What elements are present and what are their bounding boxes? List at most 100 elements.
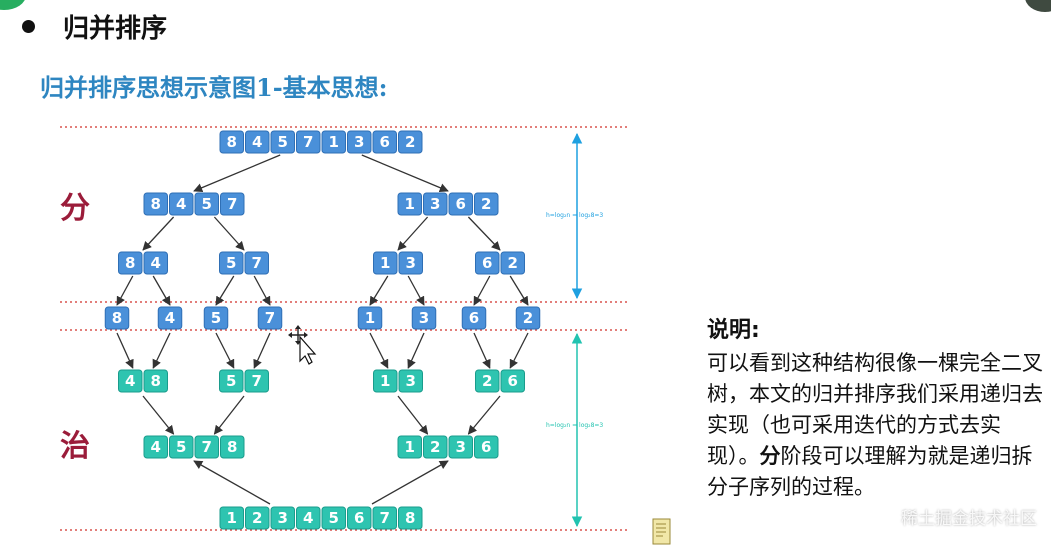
- array-cell: [245, 506, 270, 530]
- array-cell-value: 3: [419, 309, 429, 327]
- array-cell: [411, 306, 437, 330]
- tree-arrow: [253, 275, 271, 306]
- array-cell: [500, 251, 525, 275]
- watermark: 稀土掘金技术社区: [901, 509, 1037, 529]
- diagram-subtitle: 归并排序思想示意图1-基本思想:: [40, 73, 388, 102]
- tree-arrow: [215, 332, 235, 369]
- array-cell: [397, 435, 422, 459]
- array-cell-value: 3: [430, 195, 440, 213]
- array-cell: [270, 130, 295, 154]
- tree-arrow: [152, 332, 171, 369]
- array-cell-value: 1: [227, 509, 237, 527]
- dotted-guide-lines: [60, 126, 628, 531]
- array-cell-value: 2: [252, 509, 262, 527]
- tree-arrow: [407, 275, 425, 306]
- split-group: 2: [515, 306, 541, 330]
- tree-arrows: [116, 154, 529, 505]
- tree-arrow: [253, 332, 271, 369]
- height-indicator-conquer: h=log₂n = log₂8=3: [546, 332, 603, 528]
- array-cell-value: 4: [151, 254, 161, 272]
- array-cell: [475, 251, 500, 275]
- array-cell-value: 8: [112, 309, 122, 327]
- array-cell-value: 2: [481, 195, 491, 213]
- array-cell: [104, 306, 130, 330]
- array-cell-value: 7: [303, 133, 313, 151]
- array-cell-value: 6: [380, 133, 390, 151]
- array-cell-value: 6: [482, 254, 492, 272]
- tree-arrow: [116, 332, 134, 369]
- array-cell: [373, 251, 398, 275]
- array-cell-value: 3: [354, 133, 364, 151]
- array-cell: [398, 506, 423, 530]
- explanation-panel: 说明: 可以看到这种结构很像一棵完全二叉树，本文的归并排序我们采用递归去实现（也…: [707, 312, 1047, 503]
- array-cell-value: 6: [456, 195, 466, 213]
- array-cell: [398, 251, 423, 275]
- tree-arrow: [213, 216, 245, 251]
- array-cell-value: 2: [405, 133, 415, 151]
- array-cell-value: 5: [278, 133, 288, 151]
- array-cell: [397, 192, 422, 216]
- split-group: 4: [157, 306, 183, 330]
- split-group: 3: [411, 306, 437, 330]
- split-group: 8: [104, 306, 130, 330]
- array-cell-value: 6: [481, 438, 491, 456]
- array-cell: [515, 306, 541, 330]
- array-cell-value: 8: [227, 438, 237, 456]
- array-cell: [257, 306, 283, 330]
- array-cell: [157, 306, 183, 330]
- tree-arrow: [467, 216, 501, 251]
- array-cell: [500, 369, 525, 393]
- split-group: 7: [257, 306, 283, 330]
- array-cell-value: 8: [125, 254, 135, 272]
- array-cell: [219, 506, 244, 530]
- array-cell-value: 5: [329, 509, 339, 527]
- array-cell-value: 8: [227, 133, 237, 151]
- array-cell-value: 2: [508, 254, 518, 272]
- array-cell: [373, 369, 398, 393]
- array-cell: [219, 251, 244, 275]
- array-cell-value: 5: [176, 438, 186, 456]
- tree-arrow: [215, 275, 235, 306]
- conquer-stage-label: 治: [60, 429, 90, 464]
- array-cell: [321, 130, 346, 154]
- array-cell: [220, 192, 245, 216]
- explanation-heading: 说明:: [707, 318, 760, 343]
- tree-arrow: [473, 275, 491, 306]
- array-cell: [357, 306, 383, 330]
- slide-title: 归并排序: [18, 8, 167, 44]
- array-cell-value: 8: [405, 509, 415, 527]
- array-cell-value: 1: [380, 254, 390, 272]
- array-cell-value: 3: [406, 372, 416, 390]
- split-group: 1: [357, 306, 383, 330]
- array-cell-value: 2: [482, 372, 492, 390]
- tree-arrow: [213, 395, 245, 435]
- explanation-text: 可以看到这种结构很像一棵完全二叉树，本文的归并排序我们采用递归去实现（也可采用迭…: [707, 351, 1043, 468]
- array-cell: [423, 192, 448, 216]
- array-cell-value: 7: [265, 309, 275, 327]
- array-cell-value: 4: [176, 195, 186, 213]
- tree-arrow: [509, 275, 529, 306]
- array-cell-value: 4: [125, 372, 135, 390]
- array-cell: [347, 506, 372, 530]
- array-cell-value: 7: [202, 438, 212, 456]
- array-cell: [143, 369, 168, 393]
- array-cell-value: 5: [226, 372, 236, 390]
- array-cell: [347, 130, 372, 154]
- array-cell-value: 6: [508, 372, 518, 390]
- array-cell-value: 7: [380, 509, 390, 527]
- array-cell: [219, 130, 244, 154]
- array-cell-value: 5: [211, 309, 221, 327]
- array-cell: [321, 506, 346, 530]
- array-cell: [169, 435, 194, 459]
- array-cell: [475, 369, 500, 393]
- tree-arrow: [369, 332, 389, 369]
- slide-title-text: 归并排序: [63, 13, 168, 44]
